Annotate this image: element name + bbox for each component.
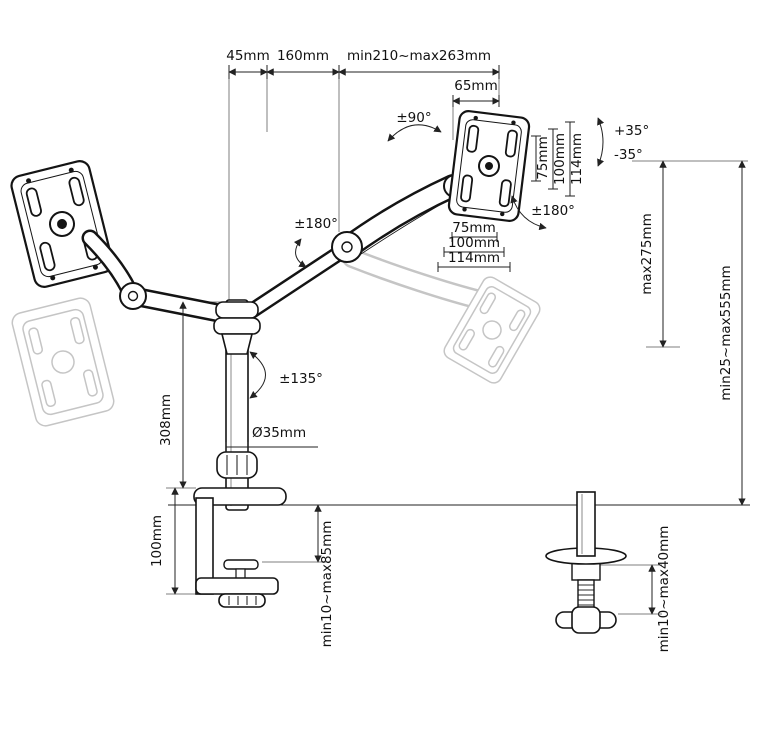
pole-diameter-label: Ø35mm bbox=[252, 425, 306, 441]
vesa-bottom-75-label: 75mm bbox=[452, 220, 495, 236]
vesa-side-75-label: 75mm bbox=[535, 136, 551, 179]
ghost-right-vesa-plate bbox=[443, 276, 541, 384]
grommet-mount bbox=[545, 491, 627, 634]
desk-clamp bbox=[193, 487, 287, 608]
dim-65: 65mm bbox=[454, 78, 497, 94]
ghost-right-arm bbox=[342, 248, 490, 310]
pole-collar bbox=[220, 333, 254, 355]
clamp-range-label: min10~max85mm bbox=[319, 521, 335, 648]
grommet-range-label: min10~max40mm bbox=[656, 526, 672, 653]
vesa-side-114-label: 114mm bbox=[569, 133, 585, 185]
height-range-label: min25~max555mm bbox=[718, 265, 734, 400]
left-vesa-plate bbox=[10, 160, 114, 288]
rotation-180-arm-label: ±180° bbox=[294, 216, 338, 232]
rotation-180-vesa-label: ±180° bbox=[531, 203, 575, 219]
clamp-100-label: 100mm bbox=[149, 515, 165, 567]
pole-hub-lower bbox=[213, 317, 261, 335]
dim-reach-range: min210~max263mm bbox=[347, 48, 491, 64]
pole-308-label: 308mm bbox=[158, 394, 174, 446]
right-vesa-plate bbox=[447, 110, 531, 222]
pole-hub-upper bbox=[215, 301, 259, 319]
vesa-side-100-label: 100mm bbox=[552, 133, 568, 185]
left-elbow-joint bbox=[119, 282, 147, 310]
height-max275-label: max275mm bbox=[639, 213, 655, 294]
tilt-up-label: +35° bbox=[614, 123, 649, 139]
rotation-90-label: ±90° bbox=[396, 110, 431, 126]
vesa-bottom-114-label: 114mm bbox=[448, 250, 500, 266]
dimensions: 45mm 160mm min210~max263mm 65mm ±90° ±18… bbox=[149, 48, 746, 653]
vesa-bottom-100-label: 100mm bbox=[448, 235, 500, 251]
ghost-left-vesa-plate bbox=[11, 297, 115, 427]
clamp-knob bbox=[218, 593, 266, 608]
left-arm bbox=[81, 229, 234, 324]
rotation-135-label: ±135° bbox=[279, 371, 323, 387]
dim-45: 45mm bbox=[226, 48, 269, 64]
tilt-down-label: -35° bbox=[614, 147, 643, 163]
pole bbox=[213, 299, 261, 511]
arm-elbow-joint bbox=[331, 231, 363, 263]
dim-160: 160mm bbox=[277, 48, 329, 64]
